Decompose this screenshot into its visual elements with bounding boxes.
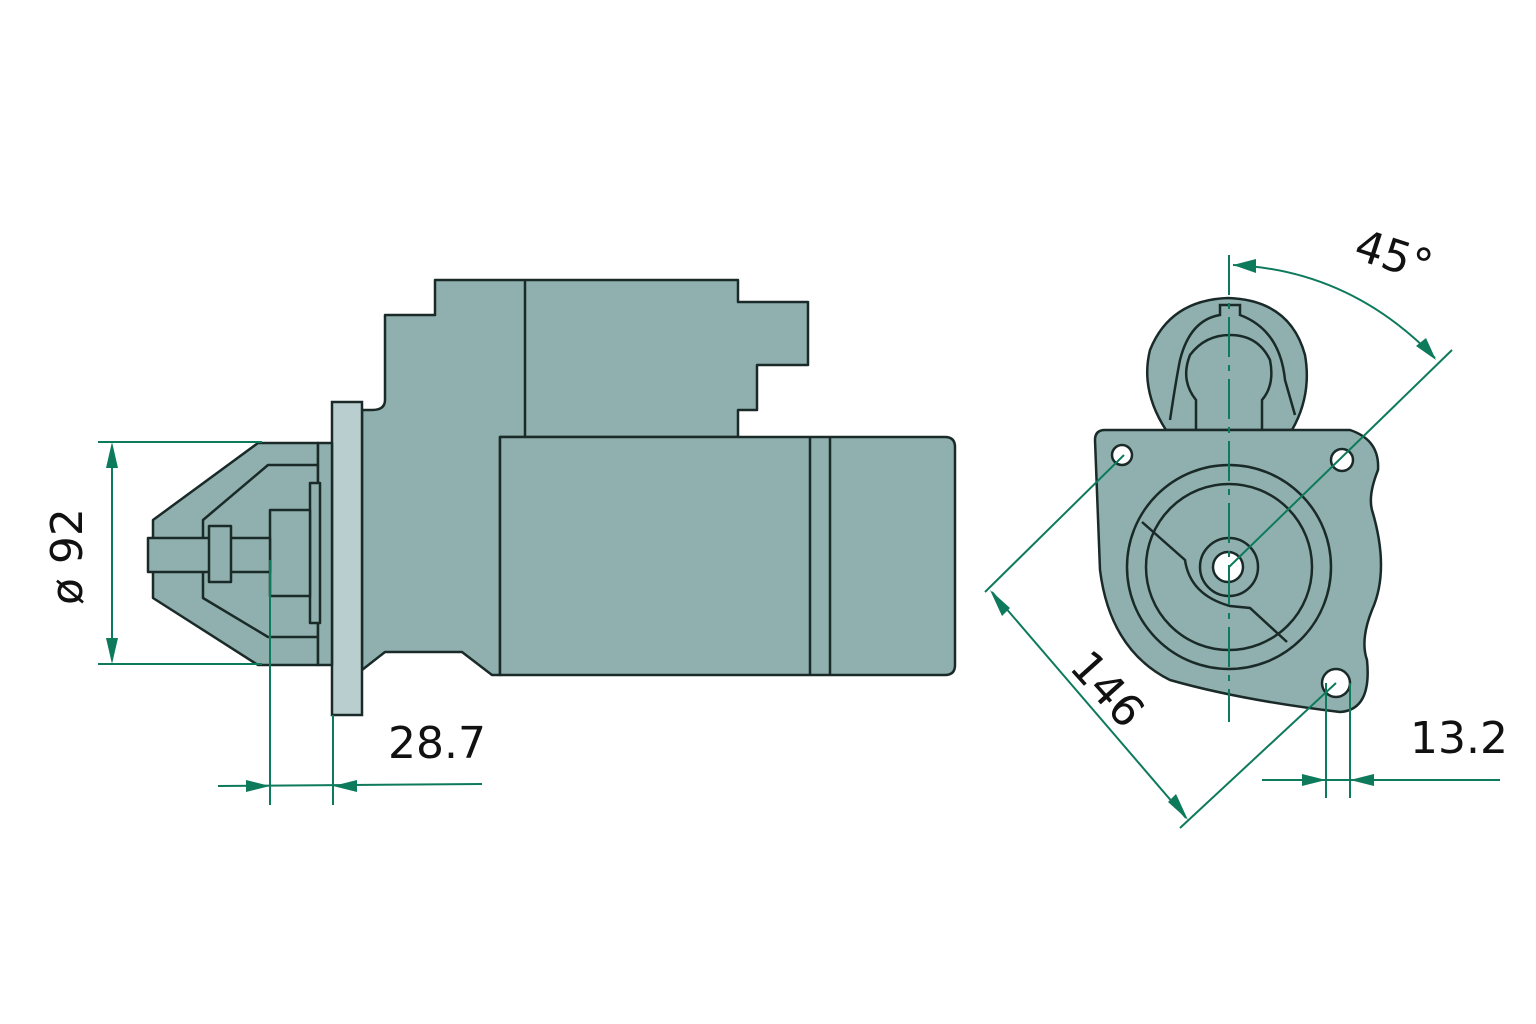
end-view [1093,296,1383,714]
side-view [146,278,957,717]
offset-label: 28.7 [388,718,486,769]
diameter-label: ø 92 [42,508,93,605]
angle-label: 45° [1349,220,1439,293]
hole-diameter-label: 13.2 [1410,713,1508,764]
flange [330,400,364,717]
dimension-lines [98,255,1500,829]
